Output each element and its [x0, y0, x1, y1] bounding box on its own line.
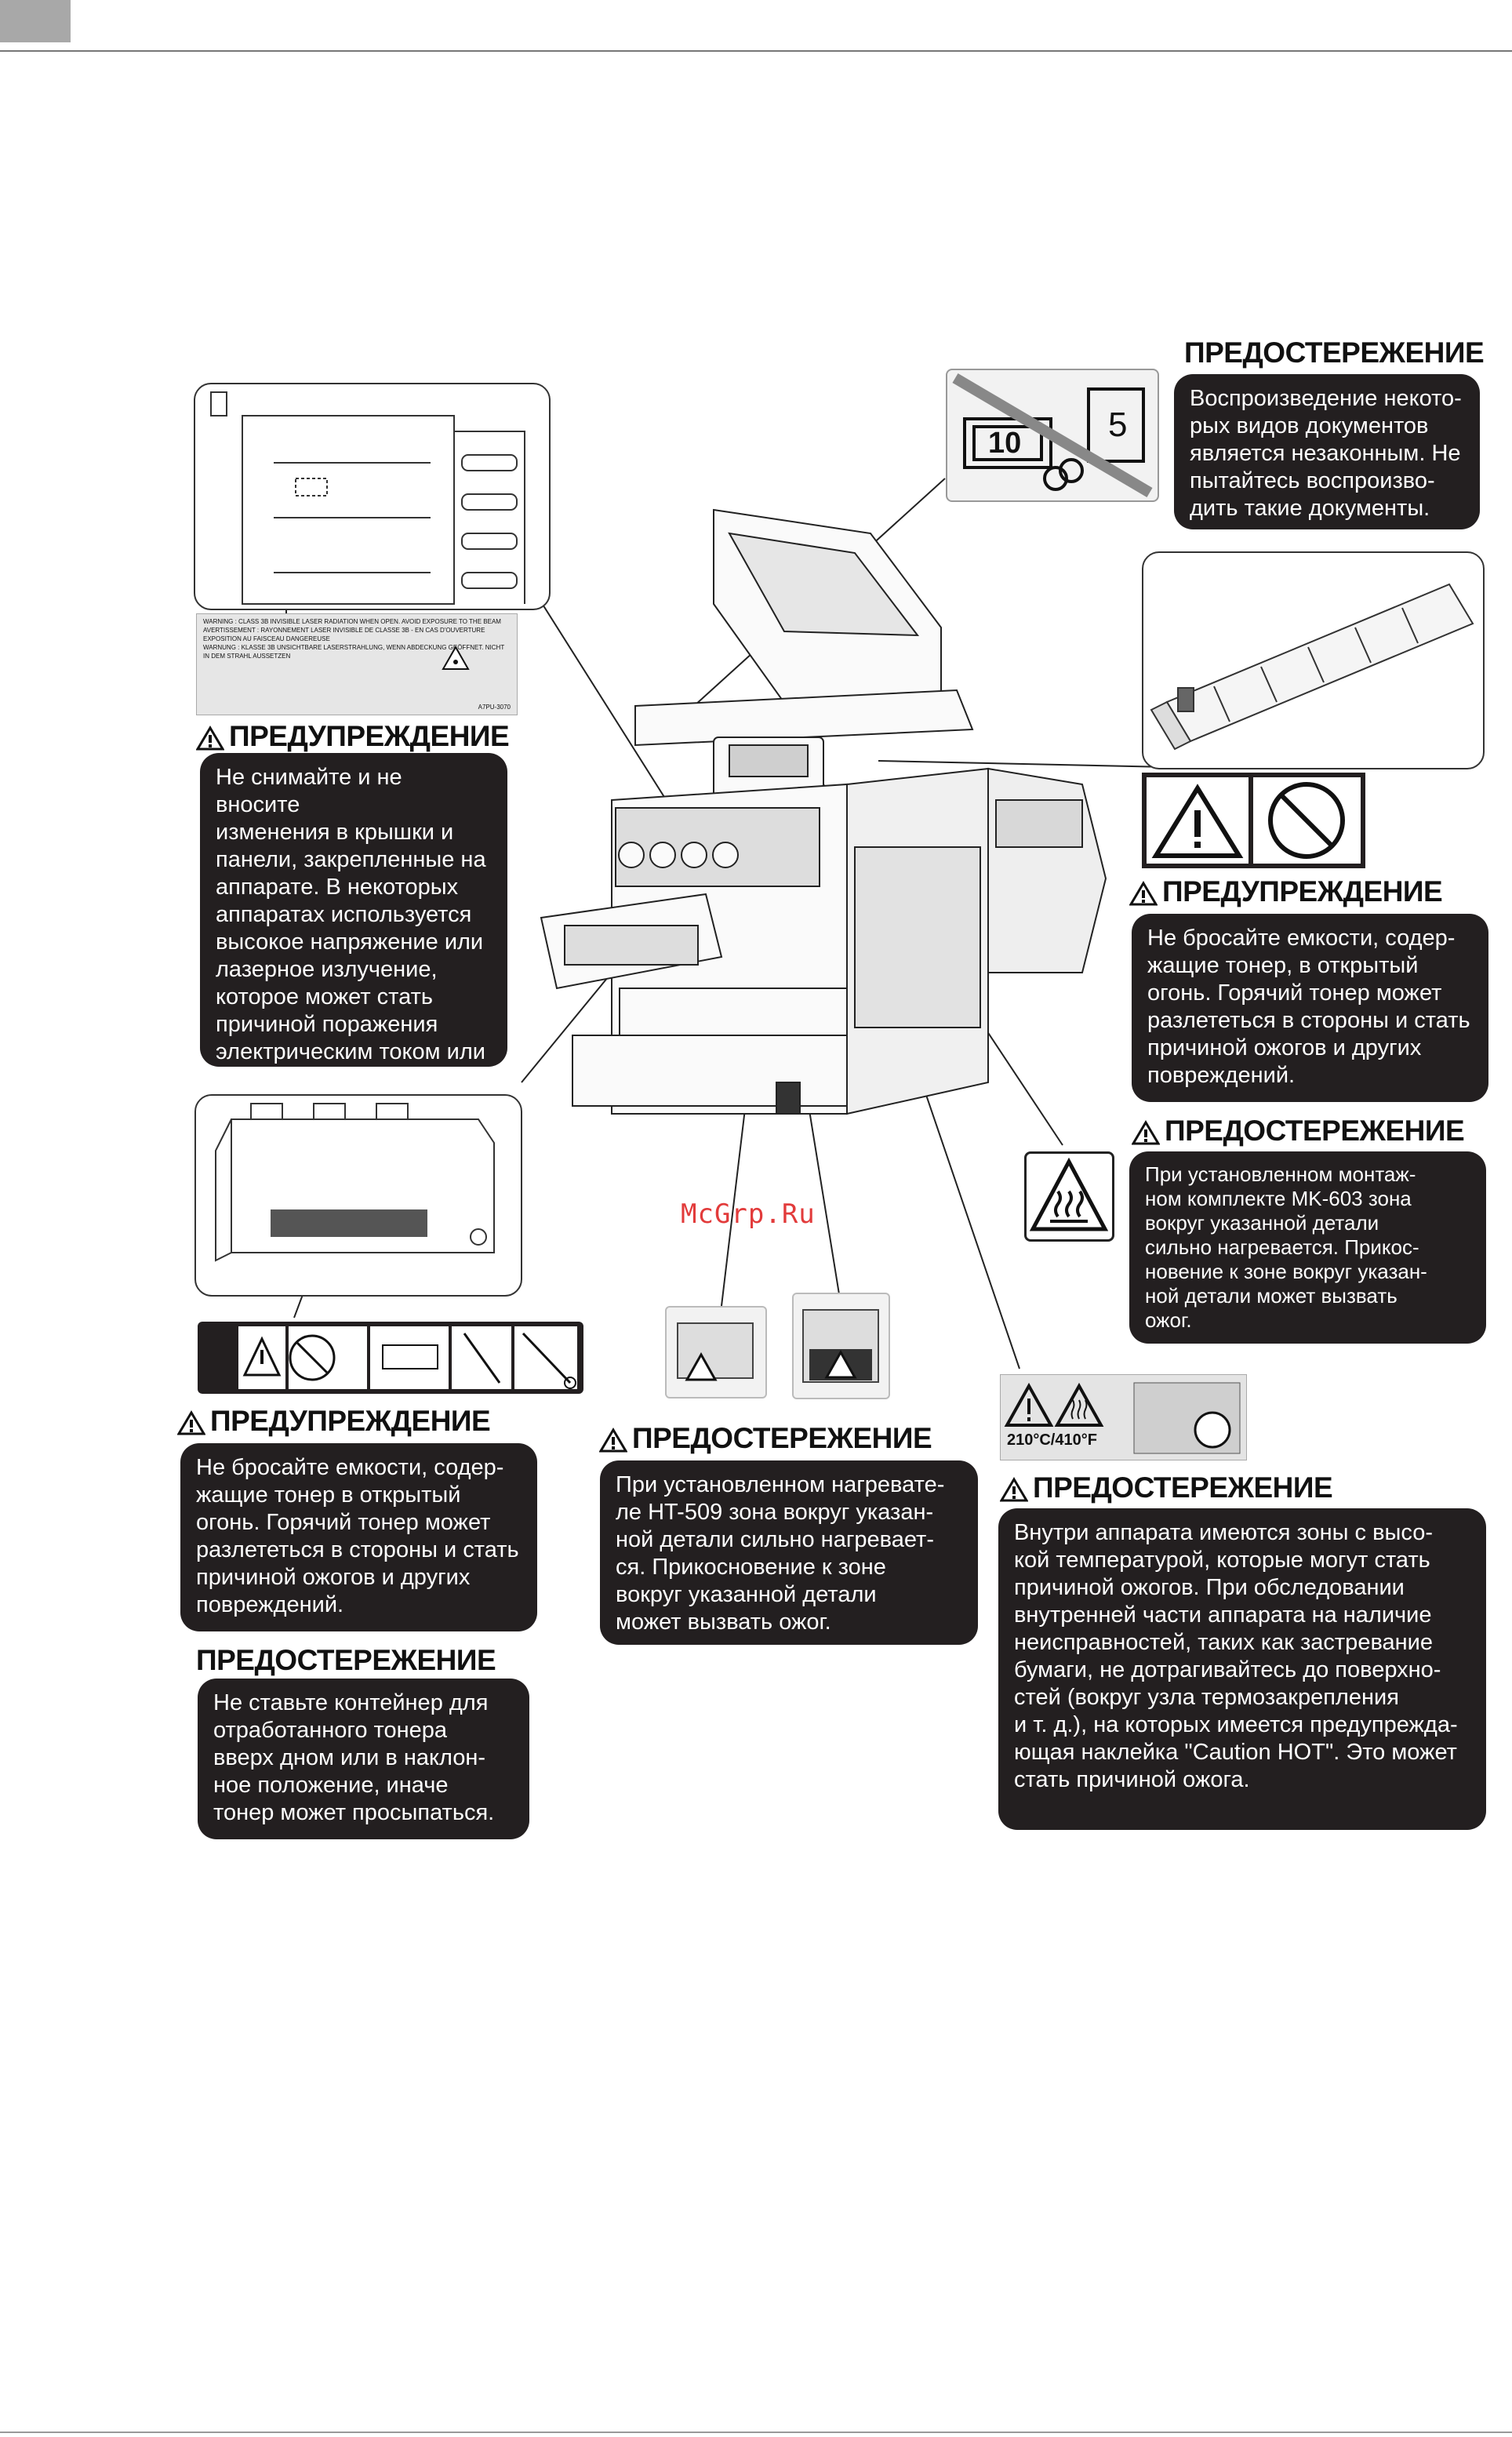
- toner-bottle-detail-frame: [1142, 551, 1485, 769]
- machine-side-drawing: [210, 391, 525, 605]
- waste-toner-caution-text: Не ставьте контейнер для отработанного т…: [213, 1690, 495, 1825]
- waste-toner-caution-heading: ПРЕДОСТЕРЕЖЕНИЕ: [196, 1644, 496, 1676]
- hot-zone-caution-heading: ПРЕДОСТЕРЕЖЕНИЕ: [1000, 1471, 1333, 1505]
- page-header-rule: [0, 0, 1512, 52]
- ht509-caution-box: При установленном нагревате- ле HT-509 з…: [600, 1460, 978, 1645]
- toner-bottle-pictograms: [1142, 773, 1365, 868]
- waste-toner-box-drawing: [215, 1103, 495, 1262]
- site-watermark: McGrp.Ru: [681, 1198, 816, 1230]
- warning-triangle-icon: [1000, 1477, 1028, 1502]
- mk603-caution-text: При установленном монтаж- ном комплекте …: [1145, 1162, 1427, 1332]
- laser-label-detail-frame: [194, 383, 551, 610]
- warning-triangle-icon: [1132, 1120, 1160, 1145]
- copy-prohibition-image: 10 5: [946, 369, 1159, 502]
- toner-bottle-warning-heading: ПРЕДУПРЕЖДЕНИЕ: [1129, 875, 1443, 909]
- laser-label-line-2: AVERTISSEMENT : RAYONNEMENT LASER INVISI…: [203, 627, 485, 642]
- laser-warning-label: WARNING : CLASS 3B INVISIBLE LASER RADIA…: [196, 613, 518, 715]
- panels-warning-heading: ПРЕДУПРЕЖДЕНИЕ: [196, 719, 510, 754]
- copy-caution-text: Воспроизведение некото- рых видов докуме…: [1190, 386, 1462, 521]
- hot-surface-icon: [1024, 1151, 1114, 1242]
- ht509-caution-heading: ПРЕДОСТЕРЕЖЕНИЕ: [599, 1421, 932, 1456]
- fuser-temperature-label: 210°C/410°F: [1007, 1431, 1097, 1449]
- ht509-caution-text: При установленном нагревате- ле HT-509 з…: [616, 1472, 945, 1635]
- waste-toner-caution-box: Не ставьте контейнер для отработанного т…: [198, 1679, 529, 1839]
- laser-icon: [442, 646, 470, 671]
- mfp-machine-illustration: [540, 508, 1107, 1115]
- copy-caution-box: Воспроизведение некото- рых видов докуме…: [1174, 374, 1480, 529]
- waste-toner-pictograms: [238, 1326, 577, 1389]
- caution-hot-label: 210°C/410°F: [1000, 1374, 1247, 1460]
- ht509-location-image-1: [665, 1306, 767, 1399]
- hot-zone-caution-text: Внутри аппарата имеются зоны с высо- кой…: [1014, 1520, 1458, 1792]
- page-header-tab: [0, 0, 71, 42]
- toner-bottle-warning-box: Не бросайте емкости, содер- жащие тонер,…: [1132, 914, 1488, 1102]
- panels-warning-text: Не снимайте и не вносите изменения в кры…: [216, 765, 486, 1092]
- warning-triangle-icon: [177, 1410, 205, 1435]
- toner-bottle-warning-text: Не бросайте емкости, содер- жащие тонер,…: [1147, 926, 1470, 1088]
- mk603-caution-heading: ПРЕДОСТЕРЕЖЕНИЕ: [1132, 1114, 1465, 1148]
- laser-label-line-1: WARNING : CLASS 3B INVISIBLE LASER RADIA…: [203, 618, 501, 625]
- banknote-value: 10: [988, 427, 1022, 460]
- ht509-location-image-2: [792, 1293, 890, 1399]
- waste-toner-pictogram-strip: [198, 1322, 583, 1394]
- waste-toner-warning-heading: ПРЕДУПРЕЖДЕНИЕ: [177, 1404, 491, 1439]
- warning-triangle-icon: [1129, 881, 1158, 906]
- stamp-value: 5: [1108, 406, 1128, 444]
- hot-zone-caution-box: Внутри аппарата имеются зоны с высо- кой…: [998, 1508, 1486, 1830]
- banknote-icon: [952, 373, 1153, 498]
- copy-caution-heading: ПРЕДОСТЕРЕЖЕНИЕ: [1184, 336, 1485, 369]
- laser-label-line-3: WARNUNG : KLASSE 3B UNSICHTBARE LASERSTR…: [203, 644, 505, 660]
- waste-toner-detail-frame: [194, 1094, 522, 1297]
- laser-label-code: A7PU-3070: [478, 704, 511, 711]
- toner-bottle-drawing: [1150, 583, 1474, 751]
- page-footer-rule: [0, 2432, 1512, 2433]
- warning-triangle-icon: [196, 726, 224, 751]
- panels-warning-box: Не снимайте и не вносите изменения в кры…: [200, 753, 507, 1092]
- waste-toner-warning-text: Не бросайте емкости, содер- жащие тонер …: [196, 1455, 519, 1617]
- mk603-caution-box: При установленном монтаж- ном комплекте …: [1129, 1151, 1486, 1344]
- warning-triangle-icon: [599, 1428, 627, 1453]
- waste-toner-warning-box: Не бросайте емкости, содер- жащие тонер …: [180, 1443, 537, 1631]
